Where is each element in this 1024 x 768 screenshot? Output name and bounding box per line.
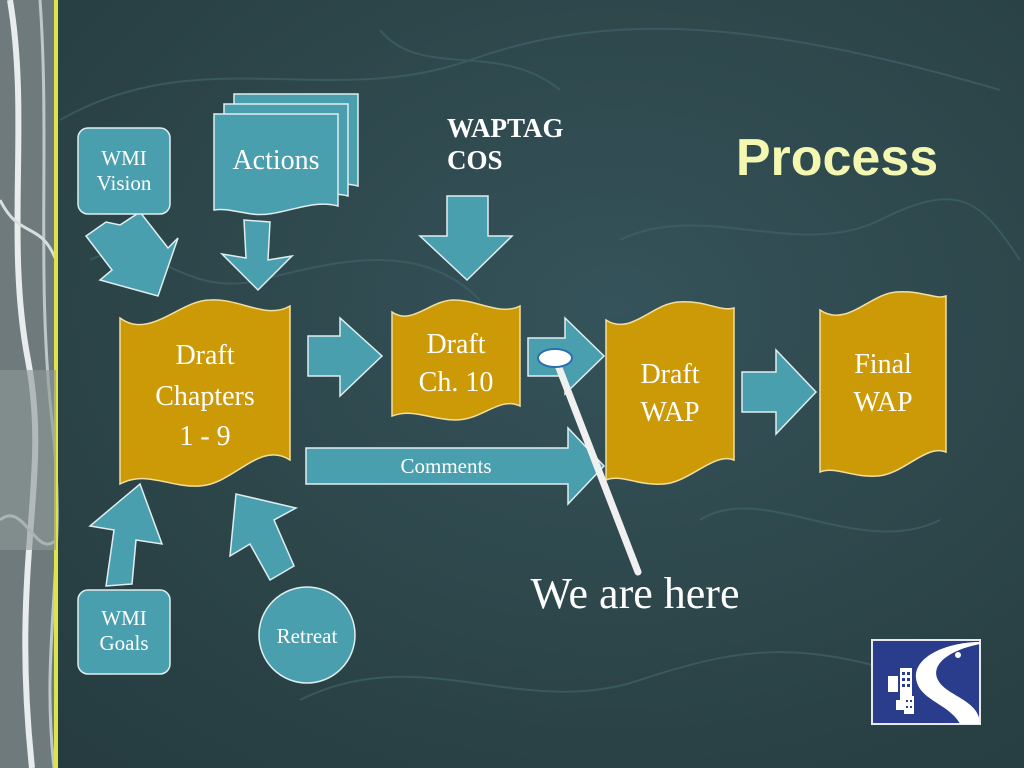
draft-chapters-label: Draft Chapters 1 - 9 xyxy=(120,336,290,458)
waptag-line: WAPTAG xyxy=(447,113,564,143)
final-wap-line2: WAP xyxy=(853,386,913,418)
wmi-goals-line1: WMI xyxy=(101,606,147,630)
draft-ch10-line2: Ch. 10 xyxy=(418,366,494,398)
final-wap-label: Final WAP xyxy=(820,346,946,422)
draft-wap-label: Draft WAP xyxy=(606,356,734,432)
wmi-vision-label: WMI Vision xyxy=(78,146,170,196)
final-wap-doc xyxy=(819,291,947,477)
waptag-cos-label: WAPTAG COS xyxy=(447,112,564,177)
draft-ch10-doc xyxy=(391,299,521,421)
arrow-vision-to-chapters xyxy=(84,210,179,297)
wmi-vision-line2: Vision xyxy=(96,171,152,196)
draft-ch10-line1: Draft xyxy=(426,329,486,360)
here-pointer-line xyxy=(552,356,642,576)
wmi-goals-box xyxy=(77,589,171,675)
wmi-vision-box xyxy=(77,127,171,215)
cos-line: COS xyxy=(447,145,503,176)
actions-label: Actions xyxy=(232,145,320,176)
arrow-waptag-down xyxy=(418,195,514,282)
wmi-vision-line1: WMI xyxy=(101,146,147,170)
retreat-circle xyxy=(258,586,356,684)
wmi-goals-label: WMI Goals xyxy=(78,606,170,656)
arrow-comments xyxy=(305,426,606,506)
slide-title: Process xyxy=(735,129,939,187)
comments-label: Comments xyxy=(400,454,492,478)
left-map-strip xyxy=(0,0,59,768)
here-pointer-dot xyxy=(537,348,573,368)
draft-chapters-line2: Chapters xyxy=(155,380,255,412)
arrow-goals-up xyxy=(88,482,164,587)
draft-wap-line2: WAP xyxy=(640,396,700,428)
arrow-wap-to-final xyxy=(741,348,818,436)
arrow-actions-to-chapters xyxy=(219,219,295,292)
actions-stack xyxy=(213,93,359,216)
we-are-here-label: We are here xyxy=(530,569,740,618)
final-wap-line1: Final xyxy=(854,349,912,380)
draft-ch10-label: Draft Ch. 10 xyxy=(392,326,520,402)
retreat-label: Retreat xyxy=(276,624,338,648)
draft-wap-line1: Draft xyxy=(640,359,700,390)
arrow-chapters-to-ch10 xyxy=(307,316,384,398)
draft-chapters-line1: Draft xyxy=(175,340,235,371)
arrow-retreat-up xyxy=(229,493,299,582)
draft-wap-doc xyxy=(605,301,735,485)
wmi-goals-line2: Goals xyxy=(99,631,149,656)
city-river-logo-icon xyxy=(871,639,981,725)
draft-chapters-doc xyxy=(119,299,291,487)
draft-chapters-line3: 1 - 9 xyxy=(179,421,231,453)
